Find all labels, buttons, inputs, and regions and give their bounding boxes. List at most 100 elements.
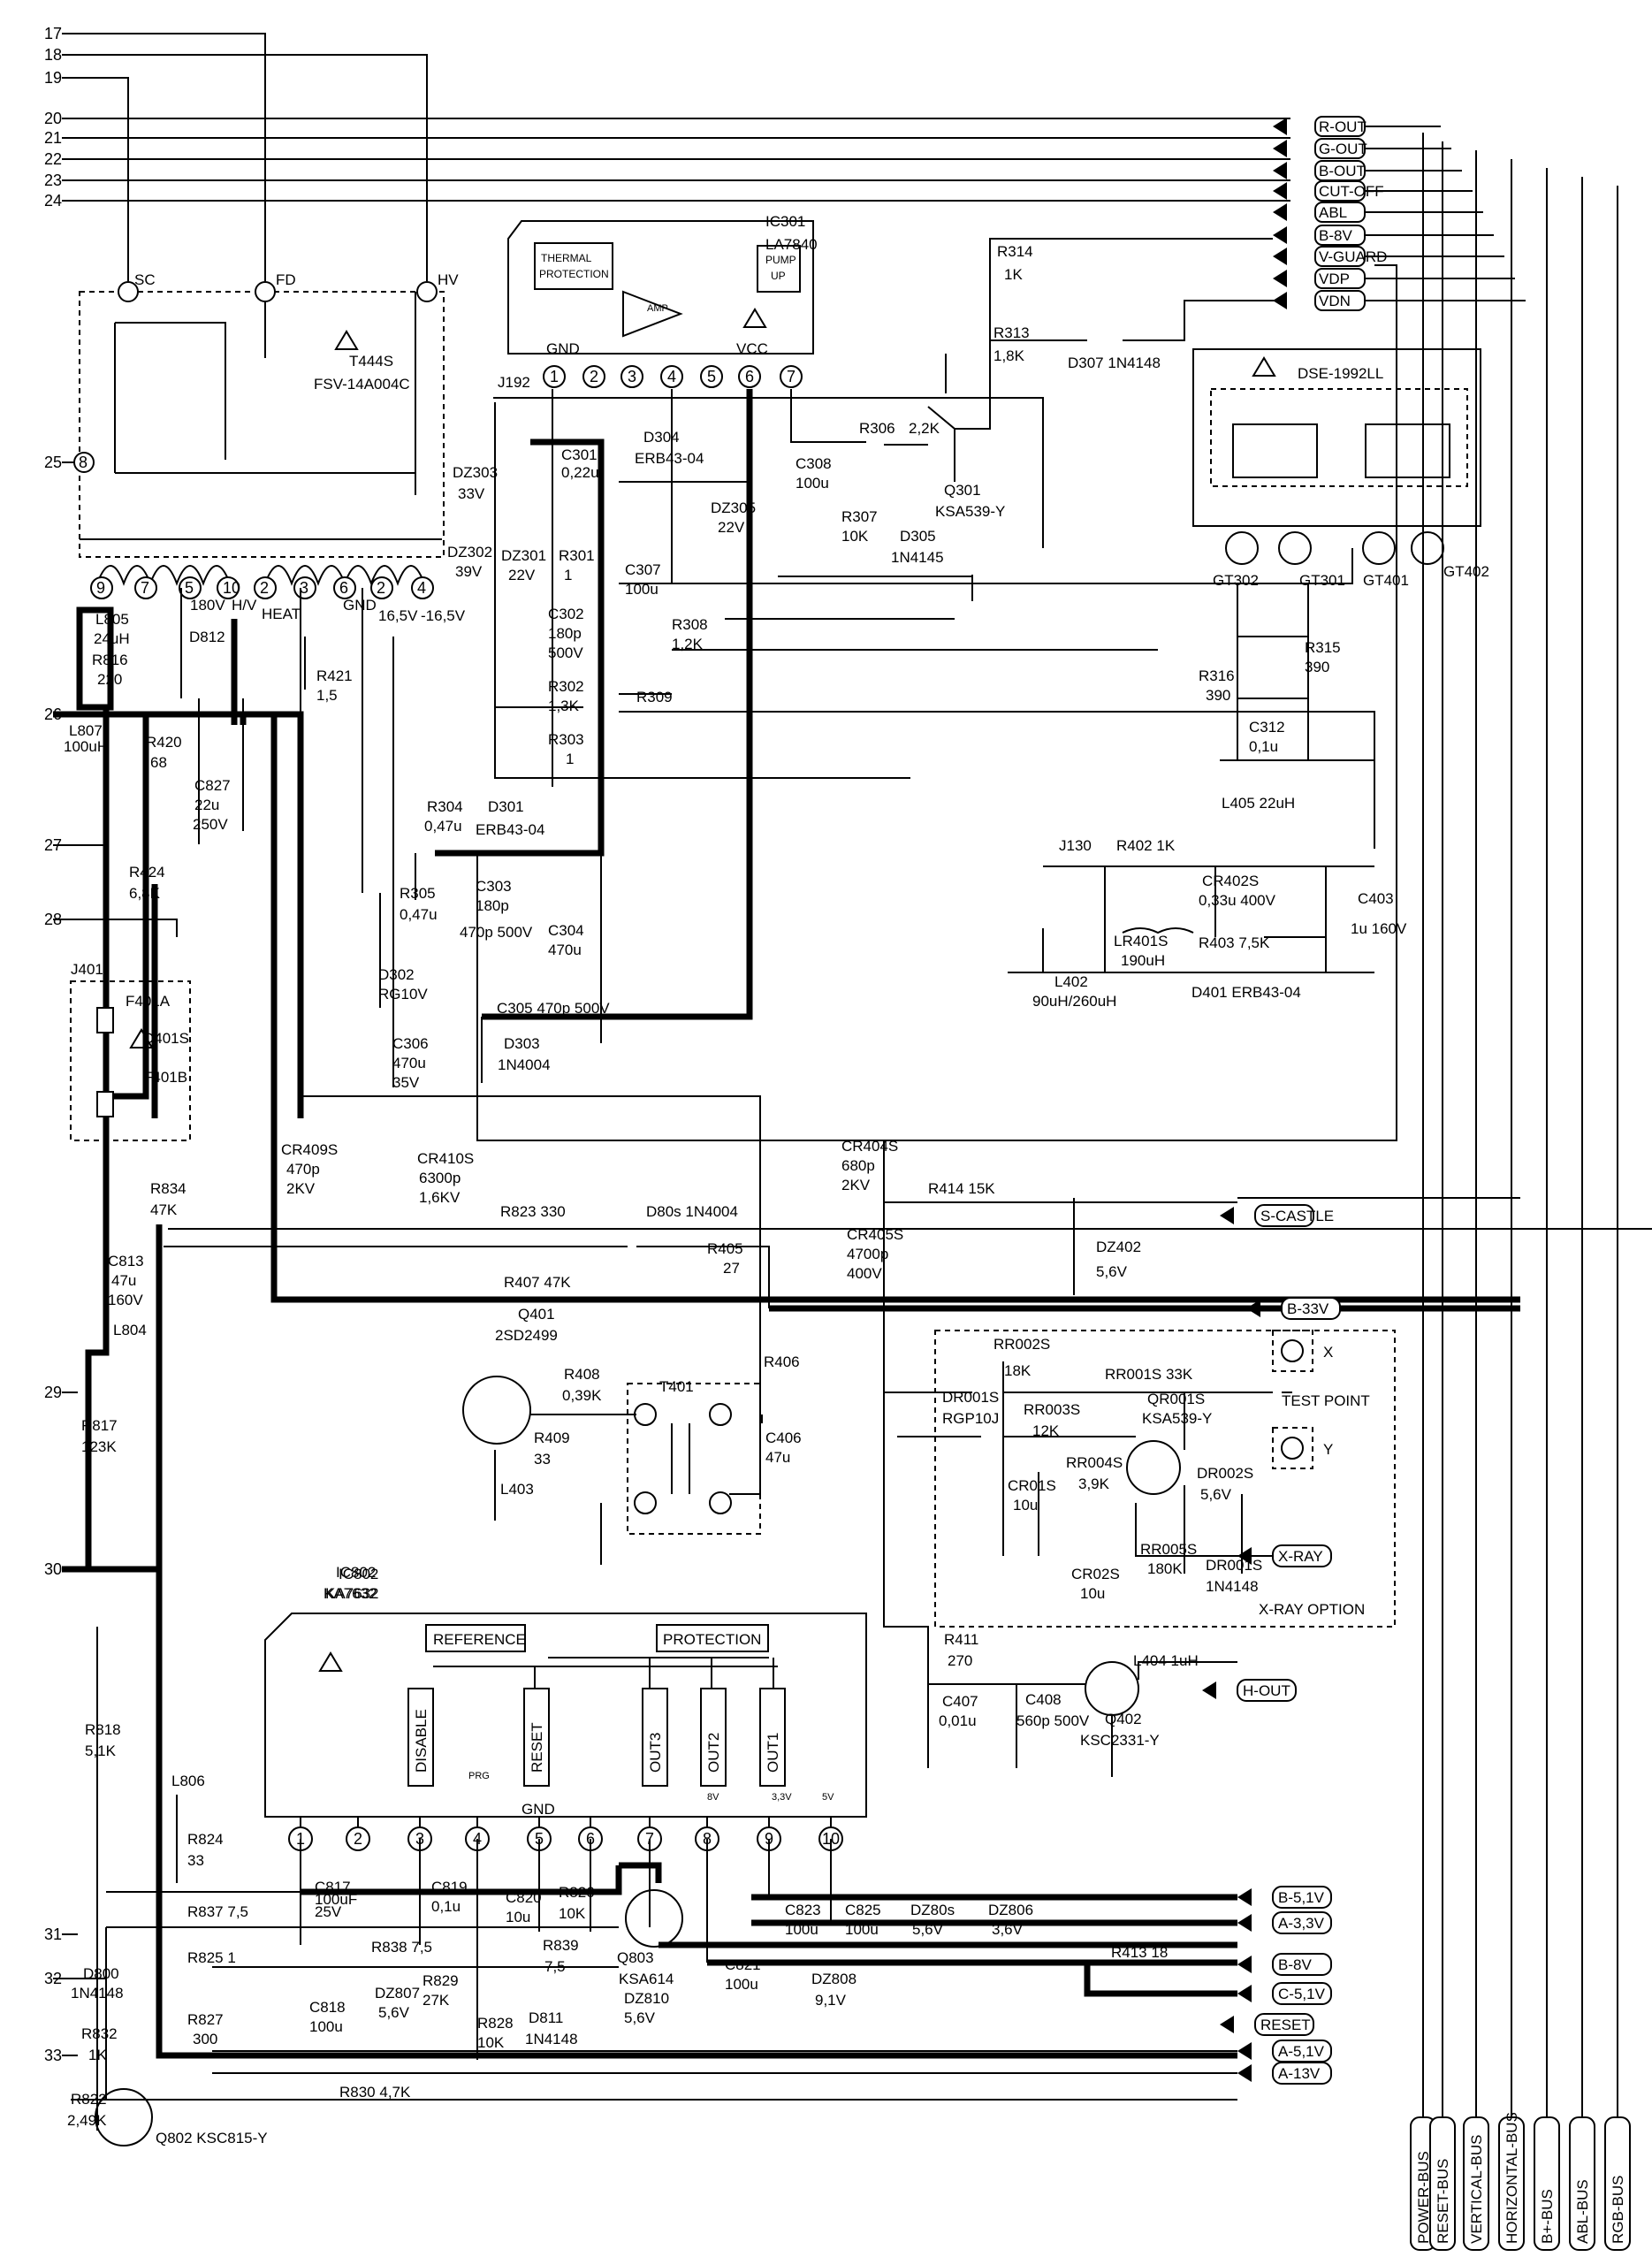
- component-label: 10K: [477, 2034, 505, 2051]
- component-label: R301: [559, 547, 595, 564]
- component-label: 5,6V: [378, 2004, 410, 2021]
- component-label: 1N4145: [891, 549, 944, 566]
- component-label: 100u: [309, 2018, 343, 2035]
- vertical-output-circuit: [304, 238, 1397, 1141]
- signal-tag-cut-off: CUT-OFF: [1273, 180, 1473, 202]
- component-label: 180p: [548, 625, 582, 642]
- component-label: 33: [534, 1451, 551, 1468]
- warning-icon: [129, 1028, 154, 1048]
- component-label: 1K: [1004, 266, 1023, 283]
- component-label: 160V: [108, 1292, 143, 1308]
- component-label: 400V: [847, 1265, 882, 1282]
- arrow-icon: [1273, 182, 1287, 200]
- arrow-icon: [1273, 140, 1287, 157]
- component-label: R822: [71, 2091, 107, 2108]
- component-label: D303: [504, 1035, 540, 1052]
- arrow-icon: [1273, 118, 1287, 135]
- arrow-icon: [1273, 203, 1287, 221]
- side-tag-box: [1254, 2013, 1314, 2036]
- left-pin-33: 33: [44, 2047, 62, 2064]
- side-tag-label: A-13V: [1278, 2065, 1321, 2082]
- component-label: DR001S: [1206, 1557, 1262, 1574]
- component-label: 1,6KV: [419, 1189, 461, 1206]
- component-label: DZ402: [1096, 1239, 1141, 1255]
- component-label: ERB43-04: [476, 821, 544, 838]
- h-out-stage: [883, 1140, 1237, 1777]
- xray-option-block: X Y TEST POINT X-RAY OPTION: [897, 1330, 1396, 1628]
- left-pin-30: 30: [44, 1560, 62, 1578]
- ic301-gnd: GND: [546, 340, 580, 357]
- bus-tag-box: [1429, 2116, 1456, 2251]
- component-label: R828: [477, 2015, 514, 2032]
- component-label: DR002S: [1197, 1465, 1253, 1482]
- component-label: C302: [548, 606, 584, 622]
- component-label: 2KV: [841, 1177, 871, 1193]
- component-label: 22u: [194, 797, 219, 813]
- component-label: 1N4004: [498, 1056, 551, 1073]
- ic802-3v3: 3,3V: [772, 1792, 792, 1803]
- side-tag-b-8v: B-8V: [1237, 1953, 1332, 1976]
- component-label: 35V: [392, 1074, 420, 1091]
- ic301-amp: AMP: [647, 303, 668, 314]
- component-label: 470u: [392, 1055, 426, 1071]
- component-label: L805: [95, 611, 129, 628]
- ic802-reset-block: RESET: [529, 1722, 545, 1773]
- ic301-vcc: VCC: [736, 340, 768, 357]
- component-label: C301: [561, 446, 598, 463]
- bus-tag-b+-bus: B+-BUS: [1539, 2189, 1556, 2244]
- ic301-up: UP: [771, 270, 786, 282]
- component-label: 10u: [506, 1909, 530, 1925]
- component-label: C306: [392, 1035, 429, 1052]
- ic802-reference: REFERENCE: [433, 1631, 526, 1648]
- component-label: 7,5: [544, 1958, 566, 1975]
- component-label: 12K: [1032, 1422, 1060, 1439]
- component-label: DZ810: [624, 1990, 669, 2007]
- component-label: 1N4148: [1206, 1578, 1259, 1595]
- component-label: CR409S: [281, 1141, 338, 1158]
- component-label: 1: [566, 751, 574, 767]
- component-label: R837 7,5: [187, 1903, 248, 1920]
- arrow-icon: [1237, 1547, 1252, 1565]
- left-pin-17: 17: [44, 25, 62, 42]
- component-label: 270: [948, 1652, 972, 1669]
- side-tag-x-ray: X-RAY: [1237, 1544, 1332, 1567]
- component-label: R314: [997, 243, 1033, 260]
- component-label: ERB43-04: [635, 450, 704, 467]
- component-label: 390: [1206, 687, 1230, 704]
- component-label: D401S: [143, 1030, 189, 1047]
- component-label: 22V: [718, 519, 745, 536]
- q803-transistor: [625, 1889, 683, 1948]
- arrow-icon: [1220, 2016, 1234, 2033]
- side-tag-b-33v: B-33V: [1246, 1297, 1341, 1320]
- component-labels: J192DZ30333VC3010,22uD304ERB43-04DZ30239…: [64, 243, 1407, 2146]
- component-label: 18K: [1004, 1362, 1032, 1379]
- flyback-pin-5: 5: [185, 579, 194, 597]
- ic802-gnd: GND: [521, 1801, 555, 1818]
- flyback-pin-label-heat: HEAT: [262, 606, 301, 622]
- component-label: 1K: [88, 2047, 107, 2063]
- ic301-pin-circle: [620, 365, 643, 388]
- component-label: R315: [1305, 639, 1341, 656]
- flyback-pin-label-hv: H/V: [232, 597, 257, 614]
- warning-icon: [742, 308, 767, 328]
- component-label: 1N4148: [71, 1985, 124, 2002]
- ic802-part: KA7632: [325, 1585, 379, 1602]
- component-label: 100uH: [64, 738, 108, 755]
- component-label: CR404S: [841, 1138, 898, 1155]
- test-point-x: [1281, 1339, 1304, 1362]
- ic802-out1: OUT1: [765, 1733, 781, 1773]
- signal-tag-vdp: VDP: [1273, 268, 1515, 289]
- ic301-pin-4: 4: [667, 368, 676, 385]
- component-label: 39V: [455, 563, 483, 580]
- signal-tag-label: VDN: [1319, 293, 1351, 309]
- side-tag-a-3-3v: A-3,3V: [1237, 1911, 1332, 1934]
- bus-tag-abl-bus: ABL-BUS: [1574, 2179, 1591, 2244]
- component-label: DZ808: [811, 1971, 856, 1987]
- ic301-pin-circle: [700, 365, 723, 388]
- component-label: C817: [315, 1879, 351, 1895]
- side-tag-box: [1281, 1297, 1341, 1320]
- component-label: DZ303: [453, 464, 498, 481]
- signal-tag-label: V-GUARD: [1319, 248, 1387, 265]
- component-label: D307 1N4148: [1068, 355, 1161, 371]
